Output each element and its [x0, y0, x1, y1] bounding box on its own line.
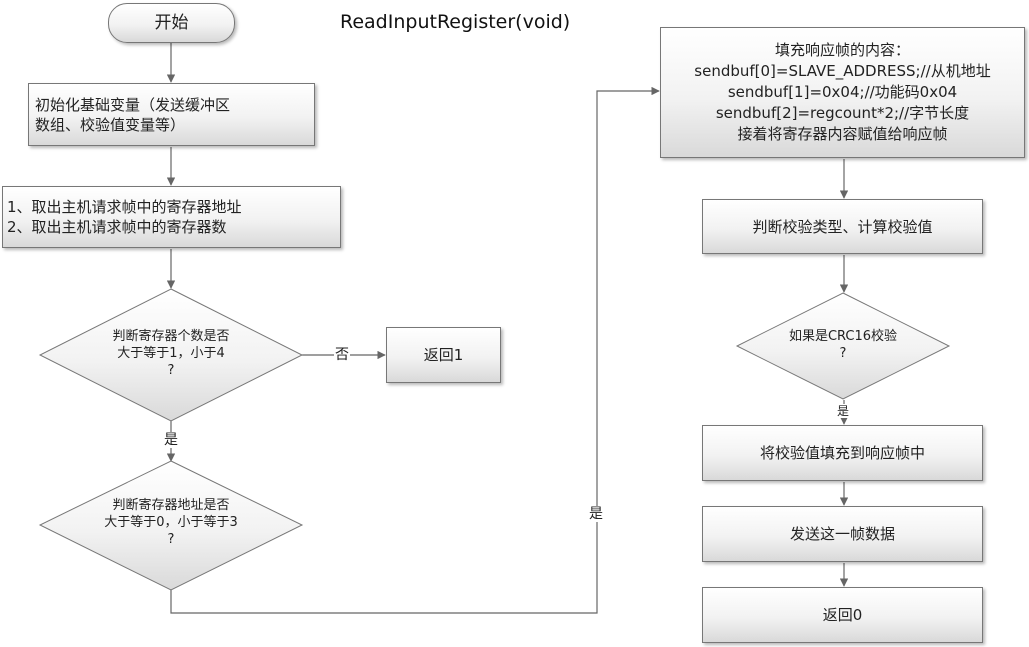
diagram-title: ReadInputRegister(void)	[340, 11, 571, 33]
decision-addr-text: 判断寄存器地址是否 大于等于0，小于等于3 ?	[60, 497, 282, 548]
yes-label-crc: 是	[836, 404, 851, 418]
fill-line-5: 接着将寄存器内容赋值给响应帧	[737, 125, 948, 143]
decision-count-text: 判断寄存器个数是否 大于等于1，小于4 ?	[60, 328, 282, 379]
yes-label-count: 是	[163, 432, 179, 448]
return0-node: 返回0	[702, 587, 983, 643]
extract-node: 1、取出主机请求帧中的寄存器地址 2、取出主机请求帧中的寄存器数	[2, 186, 341, 248]
fill-line-1: 填充响应帧的内容：	[774, 41, 910, 59]
extract-line-2: 2、取出主机请求帧中的寄存器数	[7, 218, 227, 236]
decision-count-line-1: 判断寄存器个数是否	[112, 329, 230, 344]
fill-line-4: sendbuf[2]=regcount*2;//字节长度	[715, 104, 970, 122]
yes-label-addr: 是	[588, 506, 604, 522]
init-line-2: 数组、校验值变量等）	[35, 115, 186, 134]
decision-crc-line-1: 如果是CRC16校验	[788, 329, 898, 344]
no-label: 否	[334, 347, 350, 363]
decision-addr-line-1: 判断寄存器地址是否	[112, 498, 230, 513]
fill-response-node: 填充响应帧的内容： sendbuf[0]=SLAVE_ADDRESS;//从机地…	[660, 27, 1025, 158]
decision-count-line-3: ?	[167, 363, 175, 378]
fill-crc-node: 将校验值填充到响应帧中	[702, 425, 983, 481]
start-node: 开始	[108, 3, 235, 43]
check-type-node: 判断校验类型、计算校验值	[702, 199, 983, 254]
decision-addr-line-3: ?	[167, 532, 175, 547]
decision-crc-text: 如果是CRC16校验 ?	[760, 328, 926, 362]
decision-crc-line-2: ?	[839, 346, 847, 361]
extract-line-1: 1、取出主机请求帧中的寄存器地址	[7, 198, 242, 216]
arrow-addr-to-fill	[170, 86, 660, 614]
fill-line-3: sendbuf[1]=0x04;//功能码0x04	[727, 83, 958, 101]
decision-count-line-2: 大于等于1，小于4	[117, 346, 225, 361]
send-frame-node: 发送这一帧数据	[702, 506, 983, 562]
fill-line-2: sendbuf[0]=SLAVE_ADDRESS;//从机地址	[694, 62, 991, 80]
decision-count-shape	[38, 288, 304, 422]
decision-addr-shape	[38, 460, 304, 591]
init-line-1: 初始化基础变量（发送缓冲区	[35, 95, 231, 114]
decision-addr-line-2: 大于等于0，小于等于3	[104, 515, 238, 530]
init-node: 初始化基础变量（发送缓冲区 数组、校验值变量等）	[28, 83, 315, 146]
return1-node: 返回1	[386, 327, 501, 383]
decision-crc-shape	[735, 292, 951, 400]
